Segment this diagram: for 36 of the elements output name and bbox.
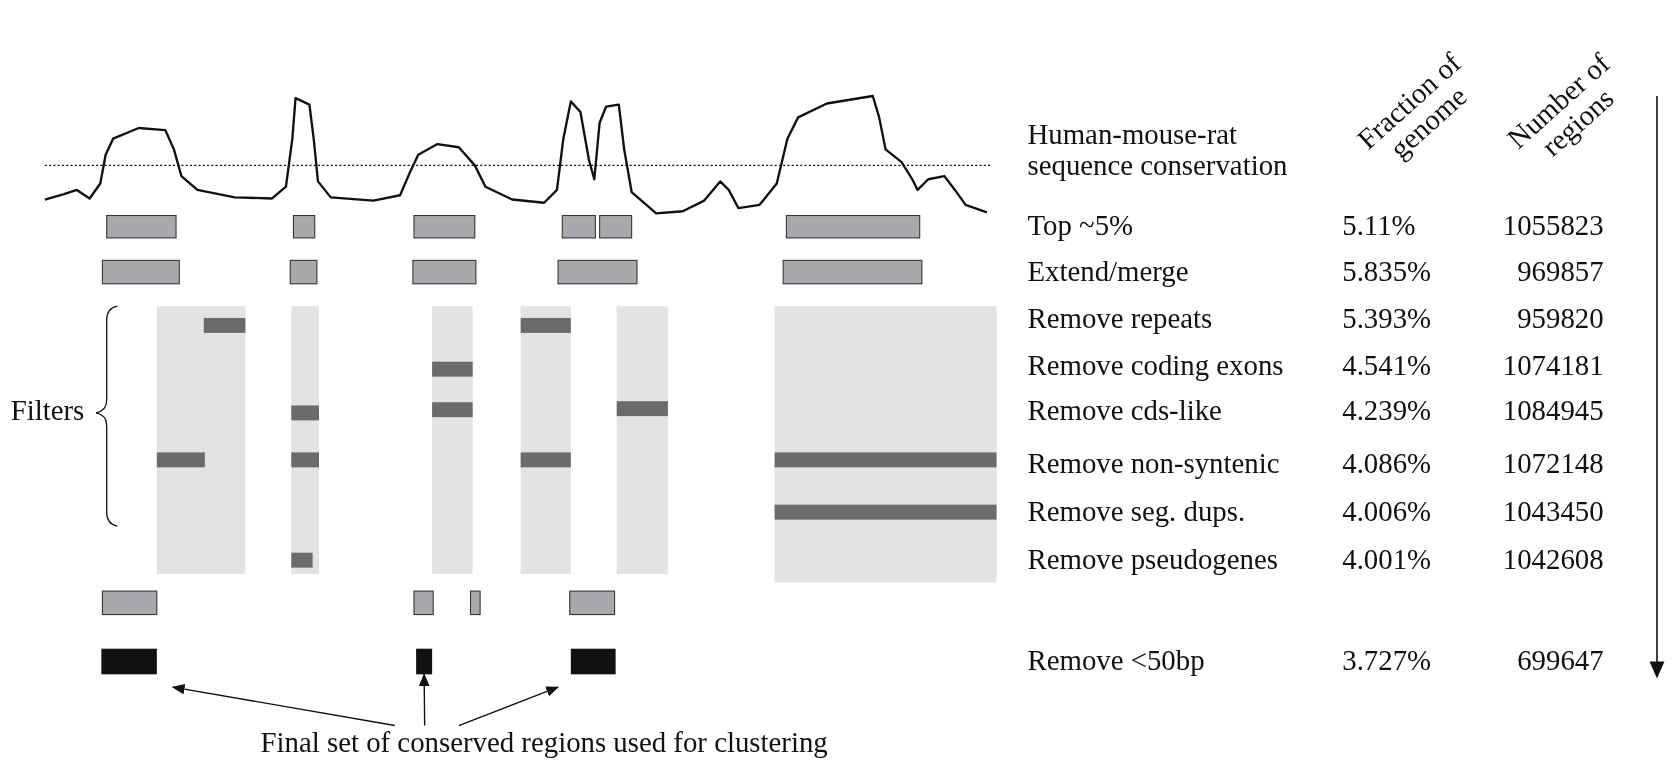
genome-fraction: 4.001% [1342,543,1432,576]
column-heading: Human-mouse-rat sequence conservation [1027,119,1289,182]
genome-fraction: 4.086% [1342,447,1432,480]
genome-fraction: 4.541% [1342,348,1432,381]
filter-step: Remove cds-like [1027,394,1222,427]
region-count: 1043450 [1502,495,1604,528]
genome-fraction: 4.239% [1342,394,1432,427]
genome-fraction: 5.835% [1342,255,1432,287]
conserved-region-bar [570,648,616,675]
region-count: 959820 [1517,301,1604,334]
arrow [458,686,559,727]
conserved-region-bar [101,648,157,675]
region-count: 1055823 [1502,209,1604,242]
genome-fraction: 3.727% [1342,644,1432,677]
region-count: 1074181 [1502,348,1604,381]
region-count: 699647 [1517,644,1604,677]
conserved-region-bar [416,648,433,675]
genome-fraction: 5.393% [1342,301,1432,334]
filter-step: Top ~5% [1027,209,1134,242]
arrow [418,673,430,727]
filter-step: Remove non-syntenic [1027,447,1280,480]
region-count: 1072148 [1502,447,1604,480]
filter-step: Extend/merge [1027,255,1189,287]
region-count: 1084945 [1502,394,1604,427]
filter-step: Remove seg. dups. [1027,495,1246,528]
filter-step: Remove pseudogenes [1027,543,1278,576]
genome-fraction: 5.11% [1342,209,1416,242]
caption-text: Final set of conserved regions used for clustering [218,725,870,760]
arrow [171,683,396,727]
filter-step: Remove coding exons [1027,348,1284,381]
brace-label: Filters [10,394,85,427]
region-count: 969857 [1517,255,1604,287]
genome-fraction: 4.006% [1342,495,1432,528]
filter-step: Remove repeats [1027,301,1213,334]
region-count: 1042608 [1502,543,1604,576]
filter-step: Remove <50bp [1027,644,1205,677]
